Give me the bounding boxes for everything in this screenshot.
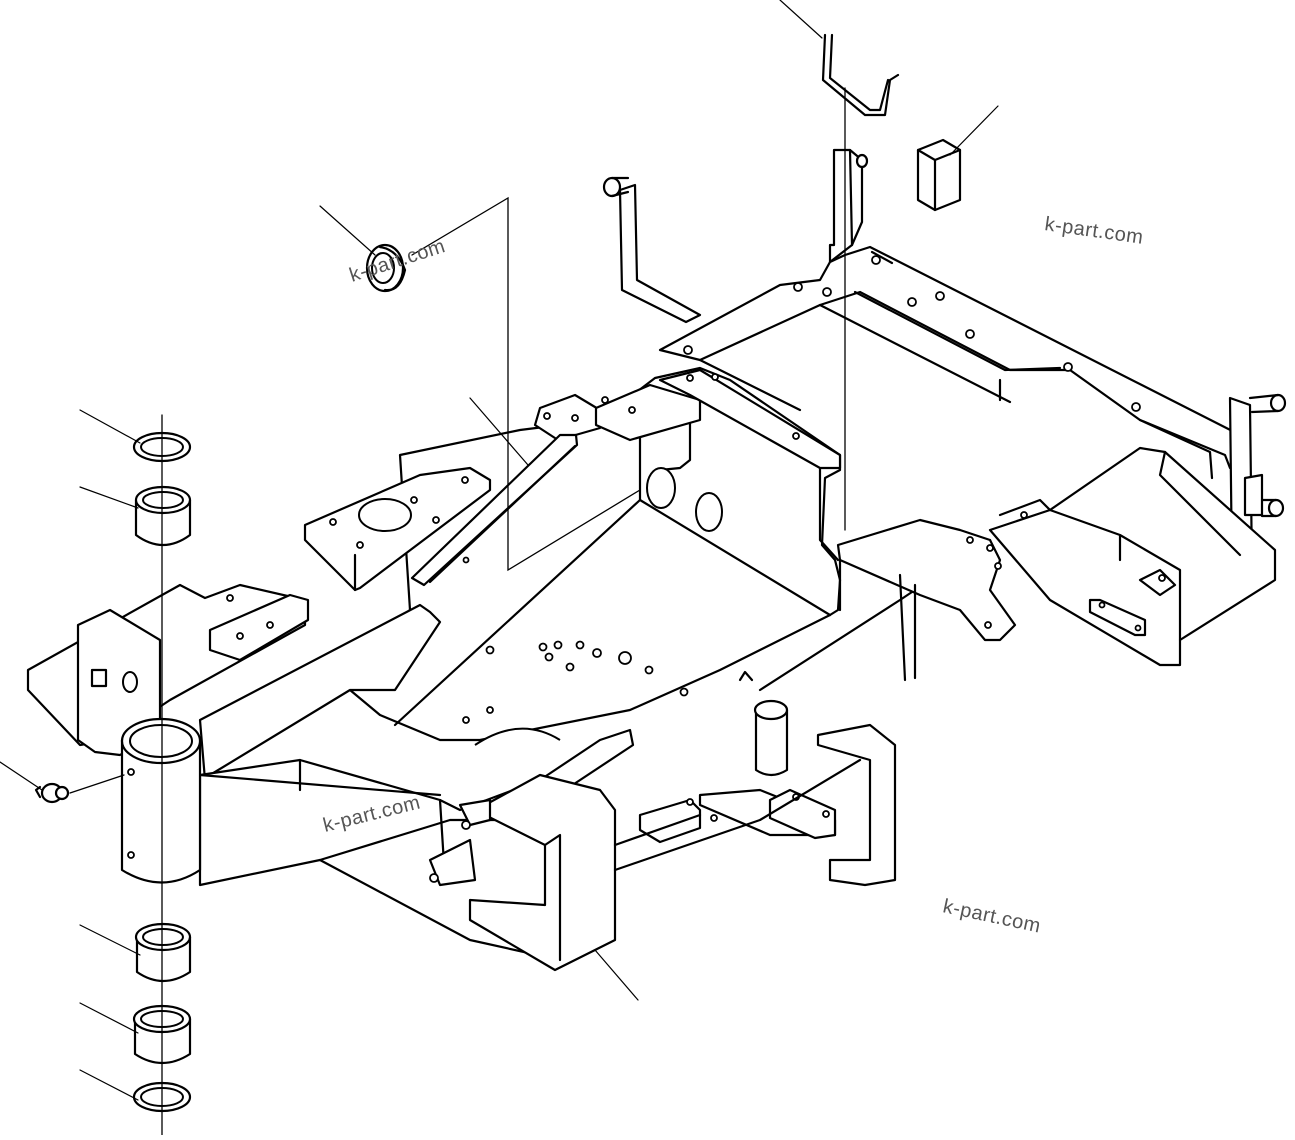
grommet (365, 243, 407, 293)
rubber-block (916, 138, 962, 212)
grease-fitting (34, 782, 70, 804)
watermark-text: k-part.com (941, 895, 1043, 937)
assembly-lines (69, 87, 846, 1136)
center-frame (343, 366, 842, 746)
hook-bracket (821, 33, 900, 117)
rear-frame (602, 148, 1287, 667)
boom-boss (120, 717, 202, 884)
front-brackets (428, 518, 1017, 972)
watermark-text: k-part.com (1043, 213, 1145, 249)
left-frame (26, 466, 635, 962)
leader-lines (0, 0, 999, 1101)
